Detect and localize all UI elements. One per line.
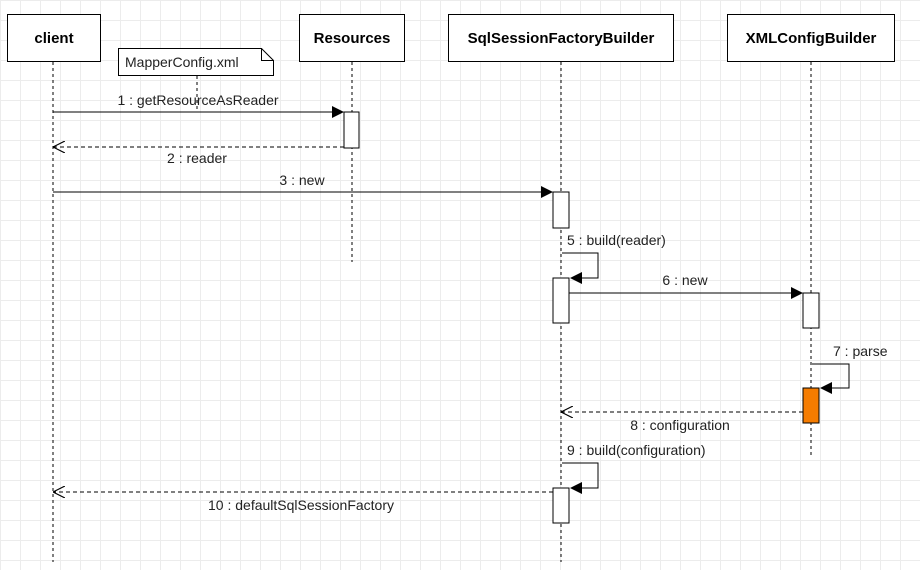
message-9-label: 9 : build(configuration): [567, 442, 706, 458]
participant-client[interactable]: client: [7, 14, 101, 62]
activation-resources: [343, 111, 360, 149]
activation-xmlconfigbuilder-parse: [802, 387, 820, 424]
activation-sqlsessionfactorybuilder-3: [552, 487, 570, 524]
note-text: MapperConfig.xml: [125, 54, 239, 70]
message-6-label: 6 : new: [662, 272, 708, 288]
message-5-arrow: [562, 252, 599, 284]
activation-sqlsessionfactorybuilder-1: [552, 191, 570, 229]
message-7-arrow: [812, 363, 850, 394]
participant-resources-label: Resources: [313, 29, 391, 47]
activation-xmlconfigbuilder-1: [802, 292, 820, 329]
message-9-arrow: [562, 462, 599, 494]
participant-xmlconfigbuilder-label: XMLConfigBuilder: [745, 29, 877, 47]
message-10-label: 10 : defaultSqlSessionFactory: [208, 497, 394, 513]
message-2-label: 2 : reader: [167, 150, 227, 166]
participant-xmlconfigbuilder[interactable]: XMLConfigBuilder: [727, 14, 895, 62]
activation-sqlsessionfactorybuilder-2: [552, 277, 570, 324]
message-1-label: 1 : getResourceAsReader: [117, 92, 279, 108]
participant-client-label: client: [34, 29, 74, 47]
participant-sqlsessionfactorybuilder-label: SqlSessionFactoryBuilder: [467, 29, 655, 47]
participant-resources[interactable]: Resources: [299, 14, 405, 62]
note-mapperconfig[interactable]: MapperConfig.xml: [118, 48, 274, 76]
message-3-label: 3 : new: [279, 172, 325, 188]
message-8-label: 8 : configuration: [630, 417, 730, 433]
message-5-label: 5 : build(reader): [567, 232, 666, 248]
participant-sqlsessionfactorybuilder[interactable]: SqlSessionFactoryBuilder: [448, 14, 674, 62]
message-7-label: 7 : parse: [833, 343, 888, 359]
